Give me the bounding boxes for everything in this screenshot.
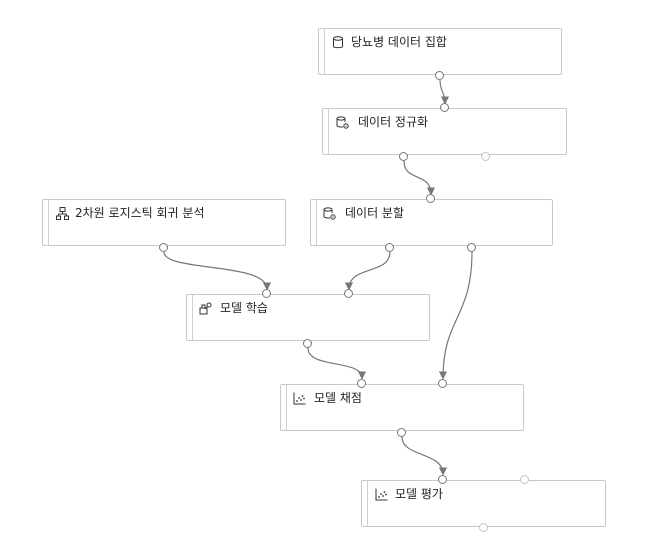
train-icon [199,302,212,315]
input-port-split-data[interactable] [426,194,435,203]
database-gear-icon [336,116,349,129]
module-two-class-logistic-regression[interactable]: 2차원 로지스틱 회귀 분석 [42,199,286,246]
output-port-normalize-data-1[interactable] [399,152,408,161]
database-icon [331,36,344,49]
module-normalize-data[interactable]: 데이터 정규화 [322,108,567,155]
module-strip [324,29,325,74]
edge-train-to-score[interactable] [307,347,367,380]
edge-logistic-to-train[interactable] [163,251,272,291]
module-label: 모델 학습 [220,301,268,315]
output-port-split-data-1[interactable] [385,243,394,252]
module-label: 모델 평가 [395,487,443,501]
input-port-evaluate-model-2[interactable] [520,475,529,484]
output-port-split-data-2[interactable] [467,243,476,252]
edge-split-to-score[interactable] [438,251,473,380]
edge-score-to-evaluate[interactable] [401,436,448,476]
output-port-score-model[interactable] [397,428,406,437]
module-strip [328,109,329,154]
input-port-train-model-1[interactable] [262,289,271,298]
module-strip [367,481,368,526]
module-label: 데이터 정규화 [358,115,429,129]
edge-dataset-to-normalize[interactable] [439,79,450,105]
input-port-train-model-2[interactable] [344,289,353,298]
module-label: 데이터 분할 [345,206,405,220]
input-port-evaluate-model-1[interactable] [438,475,447,484]
scatter-icon [293,392,306,405]
module-strip [286,385,287,430]
input-port-score-model-2[interactable] [438,379,447,388]
module-train-model[interactable]: 모델 학습 [186,294,430,341]
output-port-evaluate-model[interactable] [479,523,488,532]
module-diabetes-dataset[interactable]: 당뇨병 데이터 집합 [318,28,562,75]
scatter-icon [375,488,388,501]
database-gear-icon [323,207,336,220]
edge-normalize-to-split[interactable] [403,160,436,196]
module-strip [192,295,193,340]
algorithm-icon [56,207,69,220]
output-port-diabetes-dataset[interactable] [435,71,444,80]
input-port-normalize-data[interactable] [440,103,449,112]
module-label: 2차원 로지스틱 회귀 분석 [75,206,205,220]
output-port-logistic-regression[interactable] [159,243,168,252]
output-port-normalize-data-2[interactable] [481,152,490,161]
module-split-data[interactable]: 데이터 분할 [310,199,553,246]
input-port-score-model-1[interactable] [357,379,366,388]
module-evaluate-model[interactable]: 모델 평가 [361,480,606,527]
module-score-model[interactable]: 모델 채점 [280,384,524,431]
output-port-train-model[interactable] [303,339,312,348]
edge-split-to-train[interactable] [344,251,391,291]
module-strip [316,200,317,245]
module-label: 모델 채점 [314,391,362,405]
module-strip [48,200,49,245]
module-label: 당뇨병 데이터 집합 [351,35,447,49]
